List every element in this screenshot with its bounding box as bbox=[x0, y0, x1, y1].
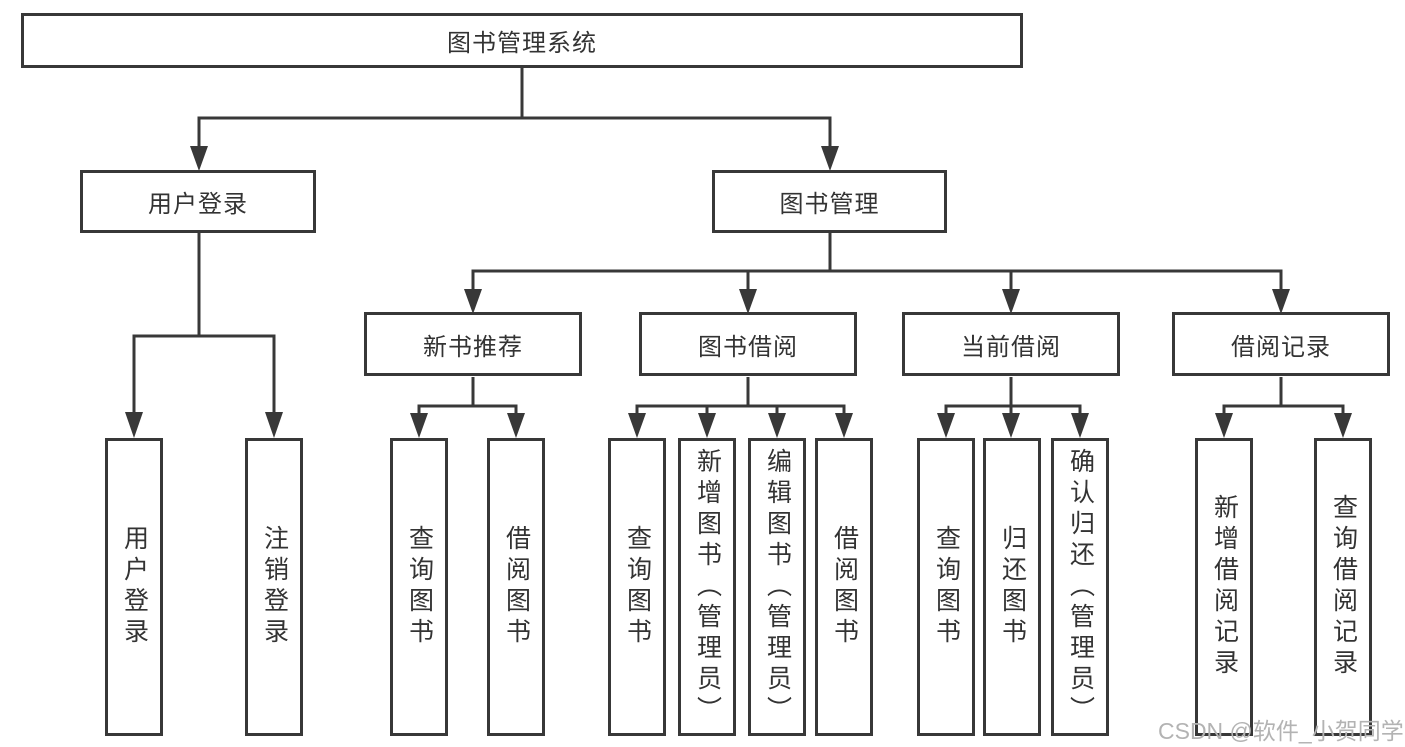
leaf-current-query-books: 查询图书 bbox=[917, 438, 975, 736]
node-book-management-label: 图书管理 bbox=[779, 191, 880, 218]
node-book-management: 图书管理 bbox=[712, 170, 947, 233]
leaf-records-query-record: 查询借阅记录 bbox=[1314, 438, 1372, 736]
connector-user-login-children bbox=[132, 233, 276, 414]
arrowheads-current-borrowing-children bbox=[937, 413, 1089, 438]
node-new-book-recommend: 新书推荐 bbox=[364, 312, 582, 376]
arrowheads-level3 bbox=[464, 289, 1290, 314]
node-current-borrowing-label: 当前借阅 bbox=[961, 333, 1061, 361]
leaf-current-return-books-label: 归还图书 bbox=[998, 525, 1027, 649]
node-borrow-records-label: 借阅记录 bbox=[1231, 333, 1331, 361]
connector-current-borrowing-children bbox=[944, 377, 1082, 415]
leaf-records-query-record-label: 查询借阅记录 bbox=[1329, 494, 1358, 680]
node-current-borrowing: 当前借阅 bbox=[902, 312, 1120, 376]
leaf-borrowing-add-books-admin: 新增图书（管理员） bbox=[678, 438, 736, 736]
connector-book-management-children bbox=[471, 233, 1283, 291]
connector-root-to-level2 bbox=[197, 68, 832, 148]
arrowheads-level2 bbox=[190, 146, 839, 171]
arrowheads-new-book-children bbox=[410, 413, 525, 438]
node-user-login: 用户登录 bbox=[80, 170, 316, 233]
arrowheads-book-borrowing-children bbox=[628, 413, 853, 438]
connector-book-borrowing-children bbox=[635, 377, 846, 415]
leaf-current-confirm-return-admin: 确认归还（管理员） bbox=[1051, 438, 1109, 736]
leaf-recommend-borrow-books: 借阅图书 bbox=[487, 438, 545, 736]
leaf-borrowing-add-books-admin-label: 新增图书（管理员） bbox=[693, 447, 722, 727]
leaf-current-return-books: 归还图书 bbox=[983, 438, 1041, 736]
leaf-current-query-books-label: 查询图书 bbox=[932, 525, 961, 649]
arrowheads-borrow-records-children bbox=[1215, 413, 1352, 438]
leaf-borrowing-edit-books-admin-label: 编辑图书（管理员） bbox=[763, 447, 792, 727]
leaf-borrowing-edit-books-admin: 编辑图书（管理员） bbox=[748, 438, 806, 736]
arrowheads-user-login-children bbox=[125, 412, 283, 438]
connector-borrow-records-children bbox=[1222, 377, 1345, 415]
leaf-borrowing-borrow-books: 借阅图书 bbox=[815, 438, 873, 736]
node-borrow-records: 借阅记录 bbox=[1172, 312, 1390, 376]
node-book-borrowing-label: 图书借阅 bbox=[698, 333, 798, 361]
leaf-borrowing-query-books-label: 查询图书 bbox=[623, 525, 652, 649]
node-root-label: 图书管理系统 bbox=[447, 30, 597, 57]
node-root: 图书管理系统 bbox=[21, 13, 1023, 68]
leaf-logout: 注销登录 bbox=[245, 438, 303, 736]
leaf-borrowing-query-books: 查询图书 bbox=[608, 438, 666, 736]
leaf-recommend-borrow-books-label: 借阅图书 bbox=[502, 525, 531, 649]
leaf-recommend-query-books: 查询图书 bbox=[390, 438, 448, 736]
leaf-logout-label: 注销登录 bbox=[260, 525, 289, 649]
leaf-recommend-query-books-label: 查询图书 bbox=[405, 525, 434, 649]
leaf-records-add-record-label: 新增借阅记录 bbox=[1210, 494, 1239, 680]
node-user-login-label: 用户登录 bbox=[148, 191, 248, 218]
node-book-borrowing: 图书借阅 bbox=[639, 312, 857, 376]
connector-new-book-children bbox=[417, 377, 518, 415]
leaf-user-login-label: 用户登录 bbox=[120, 525, 149, 649]
leaf-borrowing-borrow-books-label: 借阅图书 bbox=[830, 525, 859, 649]
leaf-records-add-record: 新增借阅记录 bbox=[1195, 438, 1253, 736]
csdn-watermark: CSDN @软件_小贺同学 bbox=[1158, 718, 1404, 744]
node-new-book-recommend-label: 新书推荐 bbox=[423, 333, 523, 361]
leaf-user-login: 用户登录 bbox=[105, 438, 163, 736]
leaf-current-confirm-return-admin-label: 确认归还（管理员） bbox=[1066, 447, 1095, 727]
